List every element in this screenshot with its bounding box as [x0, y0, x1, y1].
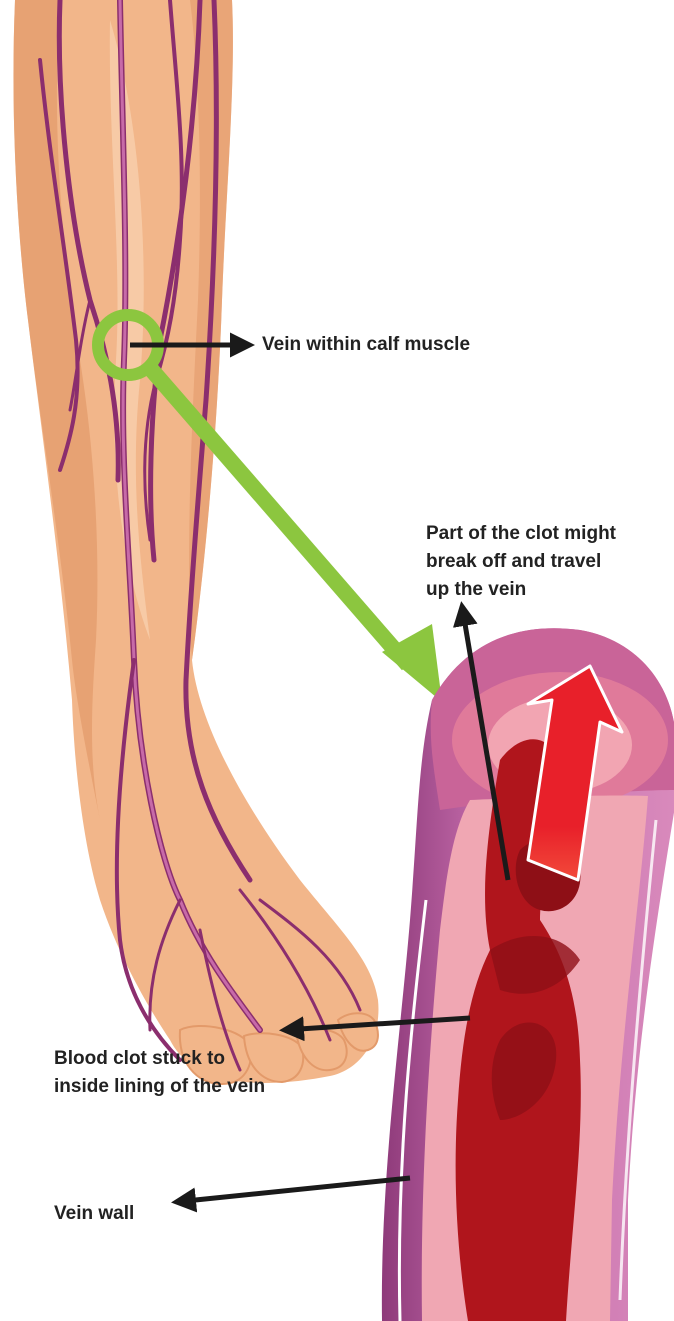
label-blood-clot-line: Blood clot stuck to — [54, 1045, 265, 1073]
label-clot-travel-line: break off and travel — [426, 548, 616, 576]
label-clot-travel: Part of the clot might break off and tra… — [426, 520, 616, 604]
label-vein-wall: Vein wall — [54, 1200, 134, 1228]
label-blood-clot-line: inside lining of the vein — [54, 1073, 265, 1101]
label-clot-travel-line: up the vein — [426, 576, 616, 604]
vein-wall-pointer — [176, 1178, 410, 1202]
label-clot-travel-line: Part of the clot might — [426, 520, 616, 548]
label-calf-vein: Vein within calf muscle — [262, 331, 470, 359]
label-blood-clot: Blood clot stuck to inside lining of the… — [54, 1045, 265, 1101]
vein-cross-section — [382, 628, 674, 1321]
